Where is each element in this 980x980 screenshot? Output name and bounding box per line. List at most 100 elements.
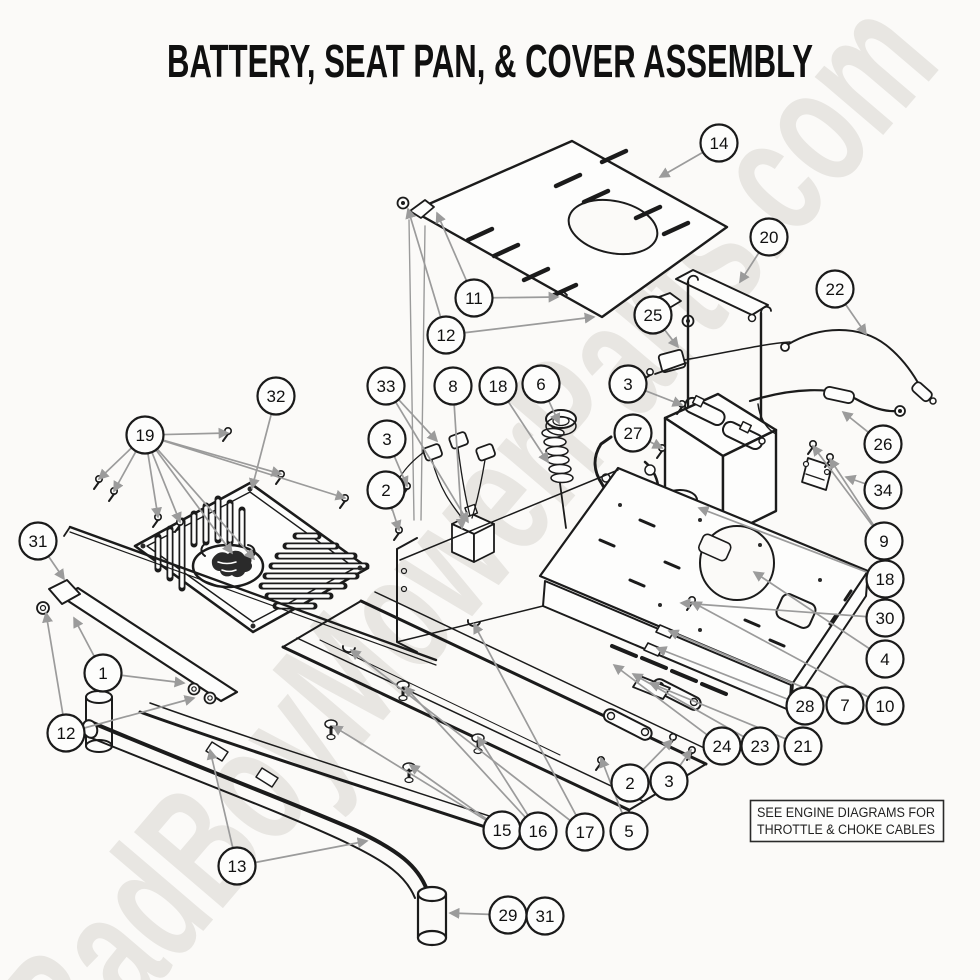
callout-circle[interactable] (783, 726, 823, 766)
callout-4[interactable]: 4 (865, 639, 905, 679)
callout-24[interactable]: 24 (702, 726, 742, 766)
callout-number: 3 (623, 375, 632, 394)
callout-circle[interactable] (433, 366, 473, 406)
callout-circle[interactable] (740, 726, 780, 766)
callout-13[interactable]: 13 (217, 846, 257, 886)
callout-number: 9 (879, 532, 888, 551)
leader-line (812, 444, 874, 527)
callout-circle[interactable] (366, 470, 406, 510)
callout-circle[interactable] (478, 366, 518, 406)
callout-circle[interactable] (608, 364, 648, 404)
callout-circle[interactable] (865, 686, 905, 726)
callout-circle[interactable] (610, 763, 650, 803)
note-box: SEE ENGINE DIAGRAMS FOR THROTTLE & CHOKE… (749, 799, 945, 843)
callout-number: 15 (493, 821, 512, 840)
callout-circle[interactable] (217, 846, 257, 886)
callout-number: 24 (713, 737, 732, 756)
callout-circle[interactable] (125, 415, 165, 455)
callout-circle[interactable] (865, 559, 905, 599)
callout-3[interactable]: 3 (367, 419, 407, 459)
leader-line (206, 748, 234, 849)
callout-12[interactable]: 12 (426, 315, 466, 355)
battery-cables (748, 329, 937, 435)
callout-18[interactable]: 18 (865, 559, 905, 599)
callout-22[interactable]: 22 (815, 269, 855, 309)
callout-29[interactable]: 29 (488, 895, 528, 935)
callout-circle[interactable] (518, 811, 558, 851)
callout-number: 11 (465, 289, 483, 308)
callout-number: 8 (448, 377, 457, 396)
callout-circle[interactable] (863, 470, 903, 510)
callout-8[interactable]: 8 (433, 366, 473, 406)
callout-circle[interactable] (366, 366, 406, 406)
callout-9[interactable]: 9 (864, 521, 904, 561)
callout-20[interactable]: 20 (749, 217, 789, 257)
callout-31[interactable]: 31 (525, 896, 565, 936)
callout-26[interactable]: 26 (863, 424, 903, 464)
callout-circle[interactable] (46, 713, 86, 753)
callout-circle[interactable] (749, 217, 789, 257)
callout-circle[interactable] (865, 639, 905, 679)
callout-circle[interactable] (699, 123, 739, 163)
callout-17[interactable]: 17 (565, 812, 605, 852)
callout-25[interactable]: 25 (633, 295, 673, 335)
callout-circle[interactable] (633, 295, 673, 335)
leader-line (679, 748, 692, 767)
callout-21[interactable]: 21 (783, 726, 823, 766)
callout-10[interactable]: 10 (865, 686, 905, 726)
callout-circle[interactable] (863, 424, 903, 464)
callout-circle[interactable] (785, 686, 825, 726)
callout-circle[interactable] (825, 685, 865, 725)
callout-circle[interactable] (609, 811, 649, 851)
callout-circle[interactable] (426, 315, 466, 355)
callout-15[interactable]: 15 (482, 810, 522, 850)
callout-circle[interactable] (649, 761, 689, 801)
callout-16[interactable]: 16 (518, 811, 558, 851)
leader-line (507, 400, 549, 464)
callout-1[interactable]: 1 (83, 653, 123, 693)
callout-number: 12 (437, 326, 456, 345)
callout-circle[interactable] (18, 521, 58, 561)
leader-line (642, 738, 674, 771)
callout-11[interactable]: 11 (454, 278, 494, 318)
callout-34[interactable]: 34 (863, 470, 903, 510)
leader-line (42, 611, 64, 715)
callout-32[interactable]: 32 (256, 376, 296, 416)
callout-31[interactable]: 31 (18, 521, 58, 561)
leader-line (113, 450, 137, 493)
callout-7[interactable]: 7 (825, 685, 865, 725)
callout-5[interactable]: 5 (609, 811, 649, 851)
callout-30[interactable]: 30 (865, 598, 905, 638)
callout-3[interactable]: 3 (649, 761, 689, 801)
leader-line (829, 457, 875, 527)
callout-6[interactable]: 6 (521, 364, 561, 404)
callout-23[interactable]: 23 (740, 726, 780, 766)
leader-line (151, 451, 182, 524)
callout-circle[interactable] (521, 364, 561, 404)
callout-number: 19 (136, 426, 155, 445)
callout-circle[interactable] (613, 413, 653, 453)
callout-circle[interactable] (565, 812, 605, 852)
callout-circle[interactable] (454, 278, 494, 318)
callout-28[interactable]: 28 (785, 686, 825, 726)
callout-circle[interactable] (525, 896, 565, 936)
callout-number: 4 (880, 650, 889, 669)
callout-2[interactable]: 2 (366, 470, 406, 510)
callout-3[interactable]: 3 (608, 364, 648, 404)
callout-circle[interactable] (256, 376, 296, 416)
leader-line (841, 410, 870, 434)
callout-14[interactable]: 14 (699, 123, 739, 163)
leader-line (405, 207, 442, 318)
callout-18[interactable]: 18 (478, 366, 518, 406)
callout-27[interactable]: 27 (613, 413, 653, 453)
callout-19[interactable]: 19 (125, 415, 165, 455)
callout-circle[interactable] (367, 419, 407, 459)
callout-circle[interactable] (815, 269, 855, 309)
callout-circle[interactable] (83, 653, 123, 693)
callout-2[interactable]: 2 (610, 763, 650, 803)
callout-number: 17 (576, 823, 595, 842)
callout-12[interactable]: 12 (46, 713, 86, 753)
callout-33[interactable]: 33 (366, 366, 406, 406)
callout-circle[interactable] (865, 598, 905, 638)
callout-number: 34 (874, 481, 893, 500)
